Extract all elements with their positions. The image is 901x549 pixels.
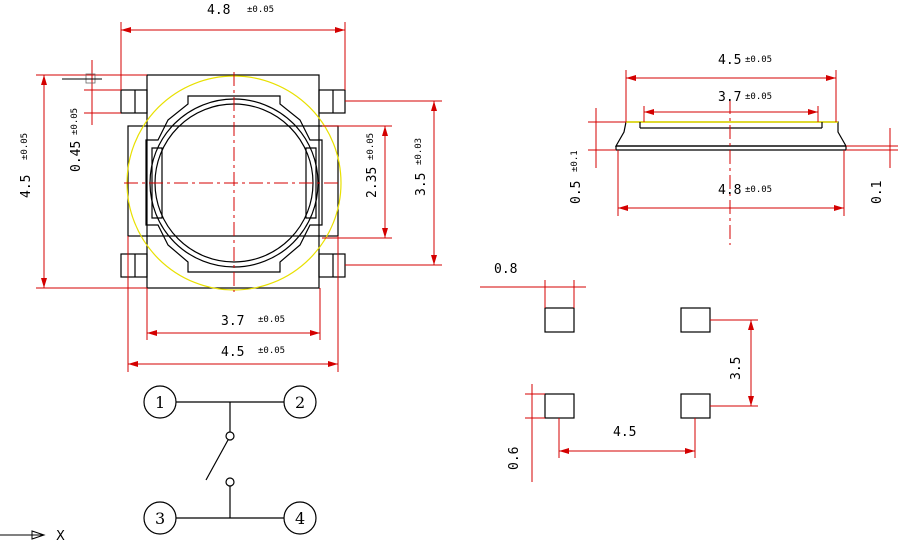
side-view-dim-top-tol: ±0.05 [745,55,772,65]
top-view-dim-right: 3.5 [414,173,429,196]
top-view-dim-inner: 2.35 [365,167,380,198]
footprint-pad-height: 0.6 [507,447,522,470]
footprint: 0.8 0.6 4.5 3.5 [480,262,758,482]
side-view-dim-inner-tol: ±0.05 [745,92,772,102]
top-view-dim-bottom1-tol: ±0.05 [258,315,285,325]
top-view-dim-left-tol: ±0.05 [20,133,30,160]
pad-top-right [680,307,711,333]
top-view-dim-lead-tol: ±0.05 [70,108,80,135]
lead-top-right [318,89,346,114]
side-view: 4.5 ±0.05 3.7 ±0.05 4.8 ±0.05 0.5 ±0.1 0… [569,53,898,245]
top-view-dim-inner-tol: ±0.05 [366,133,376,160]
switch-body-outline [146,74,320,289]
pad-top-left [544,307,575,333]
switch-contact-top [225,431,235,441]
schematic: 1 2 3 4 [143,385,317,535]
side-view-dim-bottom-tol: ±0.05 [745,185,772,195]
top-view-dim-bottom2-tol: ±0.05 [258,346,285,356]
dome-frame [145,95,323,273]
axis-indicator: X [0,529,65,544]
top-view-dim-left: 4.5 [19,175,34,198]
side-view-dim-lead: 0.1 [870,181,885,204]
pin-3-label: 3 [155,509,165,528]
footprint-pitch-x: 4.5 [613,425,636,440]
lead-bottom-right [318,253,346,278]
side-view-dim-height-tol: ±0.1 [570,150,580,172]
pad-bottom-right [680,393,711,419]
side-view-dim-inner: 3.7 [718,90,741,105]
pin-2-label: 2 [295,393,305,412]
top-view-dim-top: 4.8 [207,3,230,18]
side-view-dim-top: 4.5 [718,53,741,68]
side-view-dim-bottom: 4.8 [718,183,741,198]
footprint-pad-width: 0.8 [494,262,517,277]
pin-1-label: 1 [155,393,165,412]
top-view-dim-right-tol: ±0.03 [414,138,424,165]
switch-frame-outline [127,125,339,237]
top-view-dim-bottom1: 3.7 [221,314,244,329]
lead-bottom-left [120,253,148,278]
lead-top-left [120,89,148,114]
side-view-dim-height: 0.5 [569,181,584,204]
pin-4-label: 4 [295,509,305,528]
top-view-dim-lead: 0.45 [69,141,84,172]
switch-contact-bottom [225,477,235,487]
top-view-dim-bottom2: 4.5 [221,345,244,360]
switch-lever [205,439,229,481]
top-view: 4.8 ±0.05 4.5 ±0.05 0.45 ±0.05 2.35 ±0.0… [19,3,442,372]
footprint-pitch-y: 3.5 [729,357,744,380]
side-body-outline [614,121,848,147]
axis-x-label: X [56,529,65,544]
top-view-dim-top-tol: ±0.05 [247,5,274,15]
pad-bottom-left [544,393,575,419]
